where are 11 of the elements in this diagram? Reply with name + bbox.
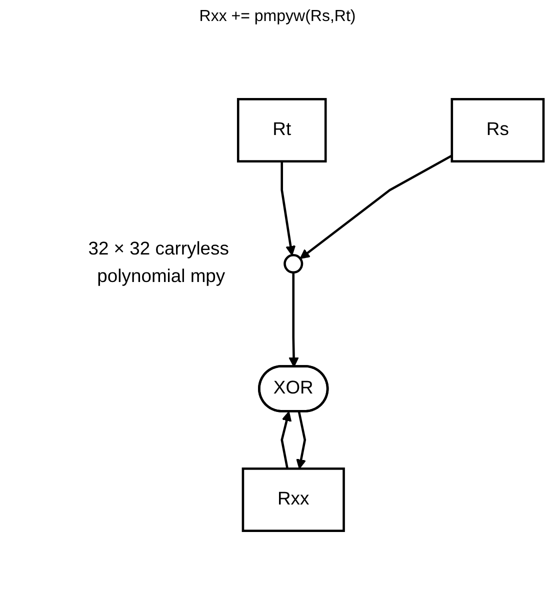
node-box: Rxx	[242, 468, 345, 532]
node-circle	[284, 254, 304, 274]
arrow	[280, 161, 296, 256]
node-box: Rs	[450, 98, 545, 162]
arrow	[296, 411, 306, 470]
arrow	[280, 411, 292, 469]
diagram-title: Rxx += pmpyw(Rs,Rt)	[198, 8, 357, 26]
node-box: Rt	[236, 98, 327, 162]
arrow	[288, 272, 299, 368]
node-label: 32 × 32 carryless polynomial mpy	[88, 240, 229, 287]
arrow	[300, 154, 452, 259]
